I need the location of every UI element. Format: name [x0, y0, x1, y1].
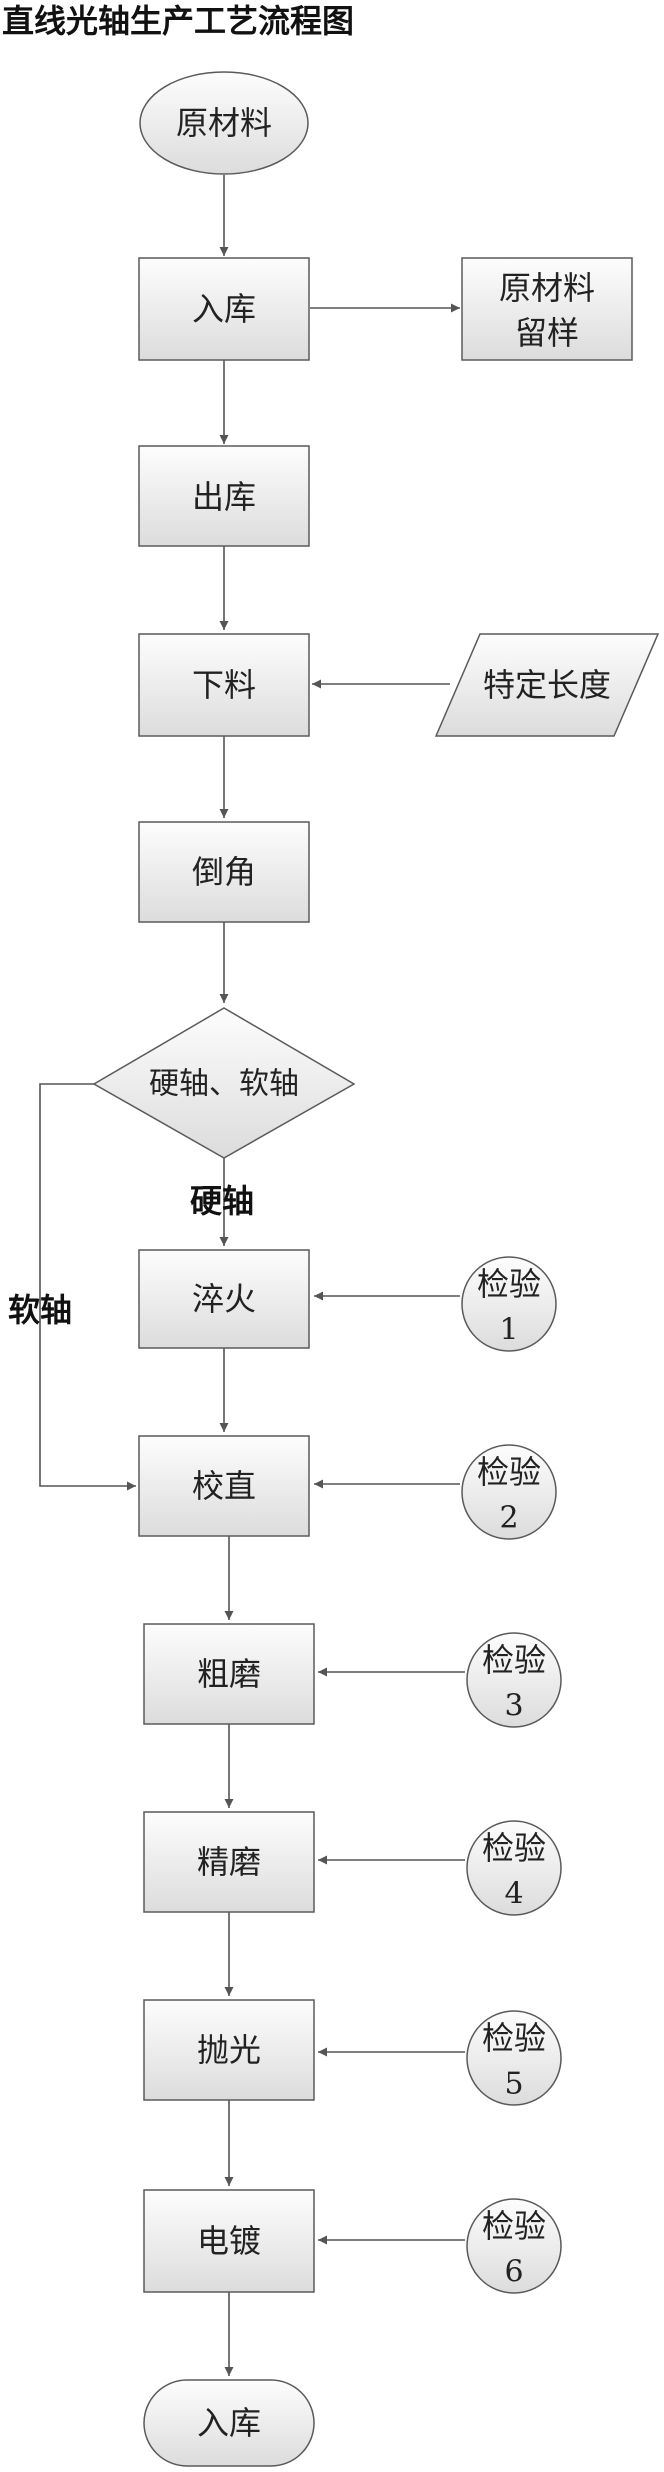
label-warehouse-out: 出库 [192, 478, 256, 516]
label-polish: 抛光 [197, 2031, 261, 2069]
label-sample-line2: 留样 [515, 314, 579, 352]
label-inspection-2-num: 2 [499, 1501, 518, 1536]
node-straighten [138, 1435, 310, 1537]
node-inspection-4 [466, 1820, 562, 1916]
node-polish [143, 1999, 315, 2101]
node-inspection-5 [466, 2010, 562, 2106]
branch-label-hard: 硬轴 [190, 1182, 254, 1220]
label-end: 入库 [197, 2404, 261, 2442]
label-inspection-1-text: 检验 [477, 1265, 541, 1303]
label-straighten: 校直 [192, 1467, 256, 1505]
node-inspection-6 [466, 2198, 562, 2294]
node-fine-grind [143, 1811, 315, 1913]
label-quench: 淬火 [192, 1280, 256, 1318]
node-cutting [138, 633, 310, 737]
label-warehouse-in: 入库 [192, 290, 256, 328]
label-inspection-3-text: 检验 [482, 1641, 546, 1679]
label-inspection-6-text: 检验 [482, 2207, 546, 2245]
label-inspection-1-num: 1 [499, 1313, 518, 1348]
label-rough-grind: 粗磨 [197, 1655, 261, 1693]
node-warehouse-in [138, 257, 310, 361]
node-end [143, 2379, 315, 2467]
label-decision: 硬轴、软轴 [149, 1067, 299, 1102]
label-fine-grind: 精磨 [197, 1843, 261, 1881]
node-quench [138, 1249, 310, 1349]
branch-label-soft: 软轴 [8, 1291, 72, 1329]
label-inspection-4-text: 检验 [482, 1829, 546, 1867]
node-rough-grind [143, 1623, 315, 1725]
label-plating: 电镀 [197, 2222, 261, 2260]
label-inspection-5-num: 5 [504, 2067, 523, 2102]
connectors [39, 175, 465, 2376]
node-decision [92, 1007, 356, 1159]
diagram-title: 直线光轴生产工艺流程图 [2, 2, 354, 40]
label-inspection-4-num: 4 [504, 1877, 523, 1912]
label-inspection-2-text: 检验 [477, 1453, 541, 1491]
node-sample [461, 257, 633, 361]
label-sample-line1: 原材料 [499, 269, 595, 307]
label-chamfer: 倒角 [192, 853, 256, 891]
label-inspection-6-num: 6 [504, 2255, 523, 2290]
label-cutting: 下料 [192, 666, 256, 704]
node-inspection-1 [461, 1256, 557, 1352]
label-inspection-5-text: 检验 [482, 2019, 546, 2057]
node-inspection-3 [466, 1632, 562, 1728]
node-warehouse-out [138, 445, 310, 547]
arrow-decision-to-straighten [39, 1083, 136, 1491]
label-start: 原材料 [176, 104, 272, 142]
node-start [139, 71, 309, 175]
node-inspection-2 [461, 1444, 557, 1540]
label-specific-length: 特定长度 [483, 666, 611, 704]
label-inspection-3-num: 3 [504, 1689, 523, 1724]
node-chamfer [138, 821, 310, 923]
node-specific-length [434, 633, 660, 737]
node-plating [143, 2189, 315, 2293]
